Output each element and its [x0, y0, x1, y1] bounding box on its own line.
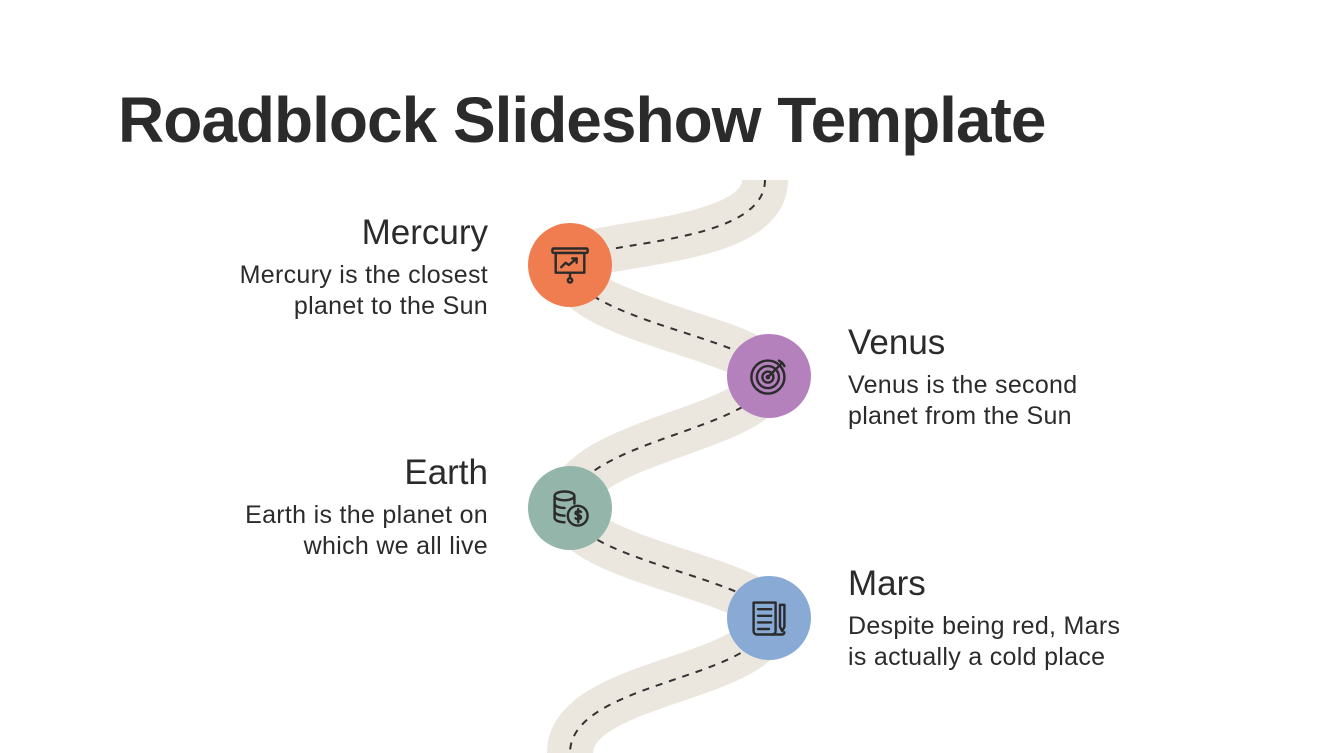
milestone-venus-node	[727, 334, 811, 418]
description-line: Venus is the second	[848, 371, 1078, 399]
description-line: Despite being red, Mars	[848, 612, 1121, 640]
description-line: is actually a cold place	[848, 643, 1106, 671]
coins-dollar-icon	[553, 490, 589, 527]
milestone-description: Earth is the planet on which we all live	[168, 500, 488, 562]
presentation-chart-icon	[551, 247, 589, 284]
milestone-description: Despite being red, Mars is actually a col…	[848, 611, 1168, 673]
slide-title: Roadblock Slideshow Template	[118, 84, 1046, 156]
milestone-title: Earth	[404, 453, 488, 492]
milestone-title: Mars	[848, 564, 926, 603]
description-line: which we all live	[303, 532, 488, 560]
milestone-mars-node	[727, 576, 811, 660]
milestone-earth-text: Earth Earth is the planet on which we all…	[168, 452, 488, 562]
milestone-description: Venus is the second planet from the Sun	[848, 370, 1168, 432]
target-icon	[750, 359, 786, 395]
description-line: Mercury is the closest	[239, 261, 488, 289]
document-pencil-icon	[752, 601, 786, 636]
milestone-title: Mercury	[361, 213, 488, 252]
description-line: planet to the Sun	[293, 292, 488, 320]
milestone-mercury-node	[528, 223, 612, 307]
milestone-venus-text: Venus Venus is the second planet from the…	[848, 322, 1168, 432]
description-line: planet from the Sun	[848, 402, 1072, 430]
milestone-earth-node	[528, 466, 612, 550]
milestone-mars-text: Mars Despite being red, Mars is actually …	[848, 563, 1168, 673]
milestone-mercury-text: Mercury Mercury is the closest planet to …	[168, 212, 488, 322]
description-line: Earth is the planet on	[245, 501, 488, 529]
milestone-title: Venus	[848, 323, 946, 362]
milestone-description: Mercury is the closest planet to the Sun	[168, 260, 488, 322]
